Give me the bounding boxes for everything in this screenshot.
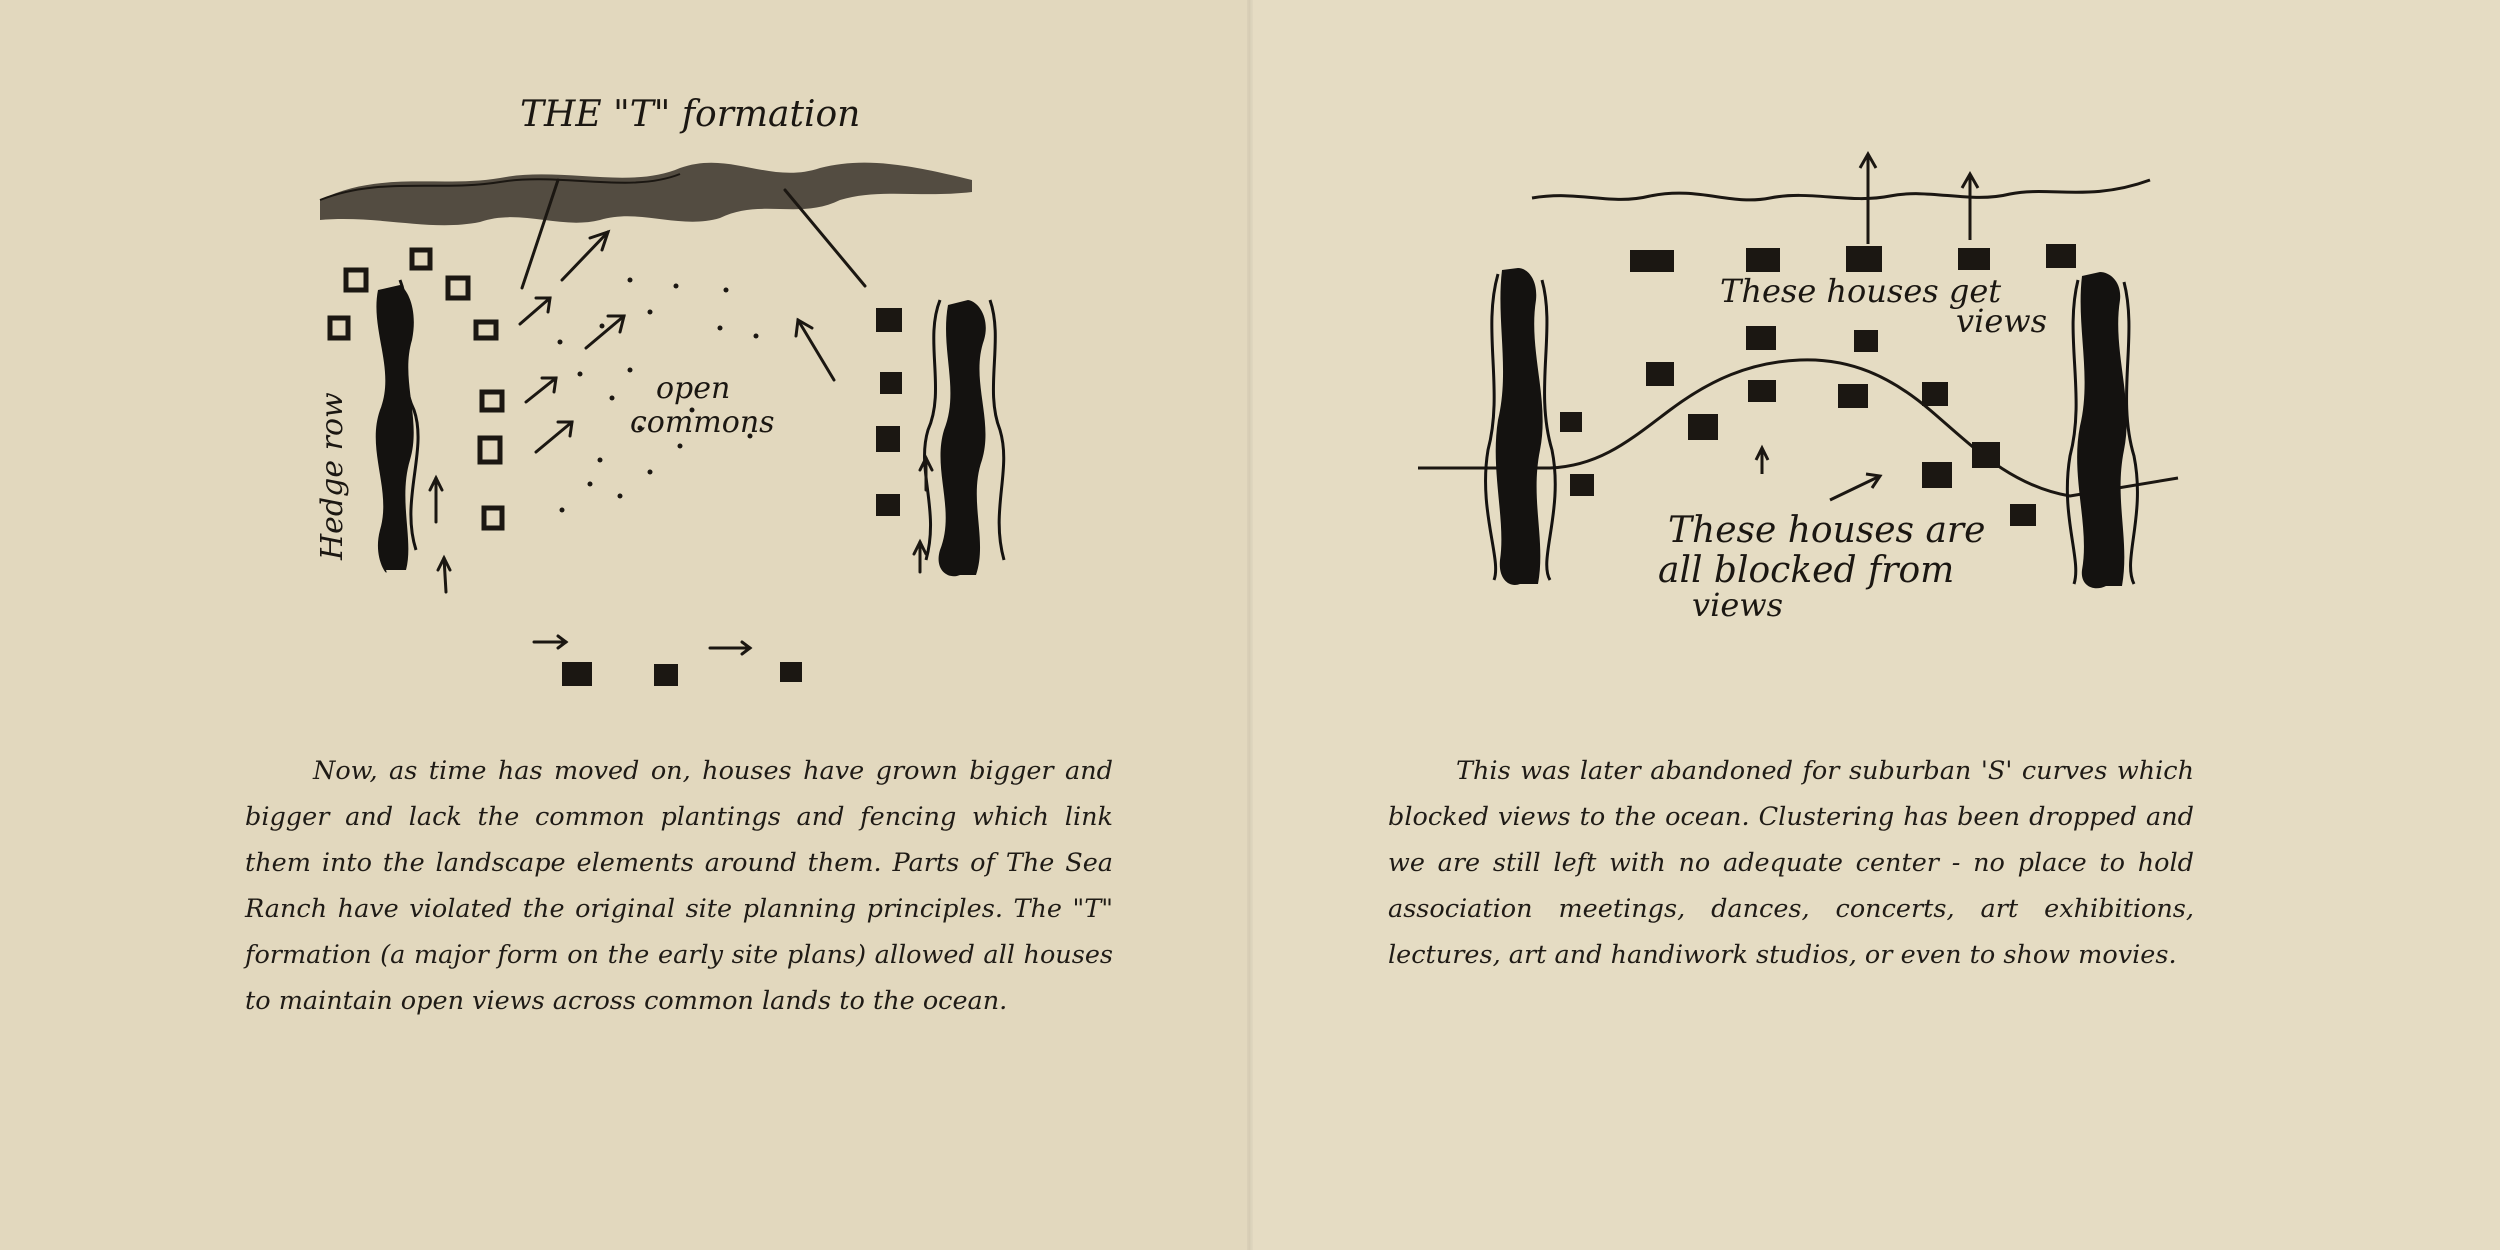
houses-left [327, 247, 505, 531]
blocked-label-2: all blocked from [1658, 550, 1954, 591]
t-formation-diagram: THE "T" formation [315, 94, 1006, 686]
diagram-title: THE "T" formation [520, 94, 860, 135]
left-page-paragraph: Now, as time has moved on, houses have g… [245, 756, 1113, 1016]
views-label-1: These houses get [1720, 272, 2001, 310]
right-page [1250, 0, 2500, 1250]
open-commons-label-2: commons [630, 405, 775, 440]
right-hedge-row [938, 300, 986, 577]
hedge-row-label: Hedge row [315, 392, 350, 561]
blocked-label-1: These houses are [1668, 510, 1985, 551]
houses-with-views [1630, 244, 2076, 352]
views-label-2: views [1956, 302, 2047, 340]
houses-blocked [1560, 362, 2036, 526]
right-page-paragraph: This was later abandoned for suburban 'S… [1388, 756, 2194, 970]
blocked-label-3: views [1692, 586, 1783, 624]
houses-bottom [562, 662, 802, 686]
houses-right [876, 308, 902, 516]
right-page-left-hedge [1495, 268, 1543, 585]
left-hedge-row [375, 285, 414, 573]
open-commons-label-1: open [656, 371, 730, 406]
right-coastline [1531, 178, 2151, 202]
right-page-right-hedge [2077, 272, 2127, 589]
commons-dots [557, 277, 759, 513]
coastline [320, 162, 972, 226]
up-arrows [1754, 150, 1980, 502]
s-curve-diagram: These houses get views These houses are … [1418, 150, 2179, 624]
page-fold [1247, 0, 1253, 1250]
view-arrows [428, 178, 934, 656]
